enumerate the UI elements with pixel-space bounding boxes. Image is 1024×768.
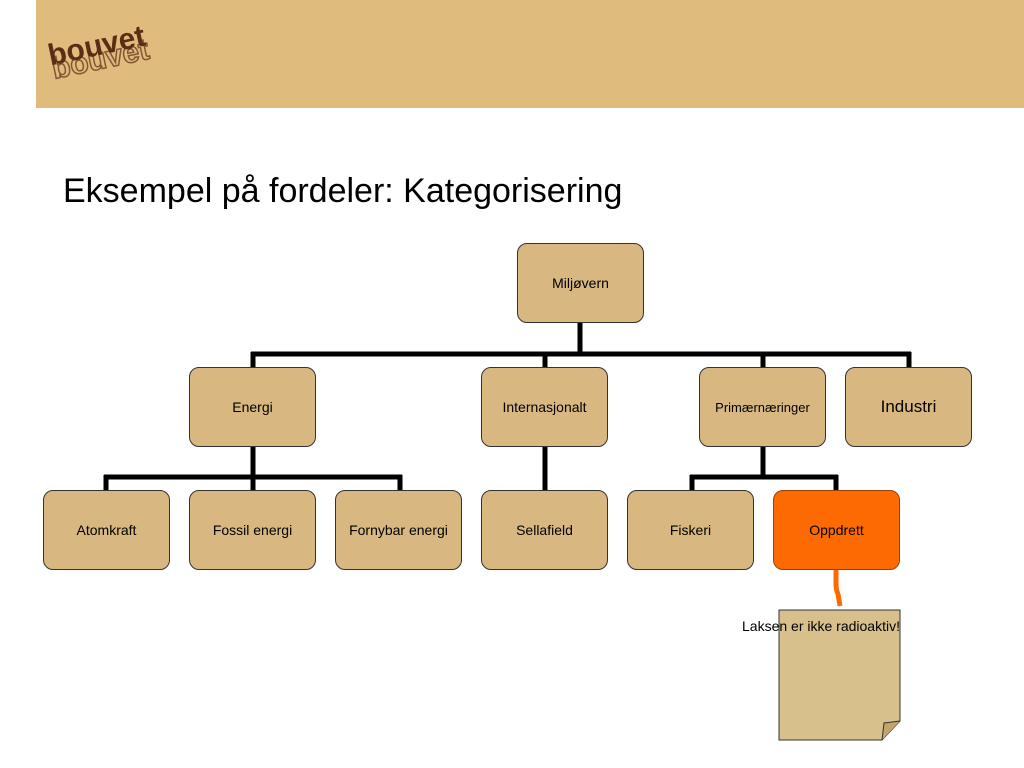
node-industri: Industri: [845, 367, 972, 447]
node-oppdrett: Oppdrett: [773, 490, 900, 570]
node-energi: Energi: [189, 367, 316, 447]
note-text: Laksen er ikke radioaktiv!: [742, 618, 900, 634]
node-internasjonalt: Internasjonalt: [481, 367, 608, 447]
slide-title: Eksempel på fordeler: Kategorisering: [63, 172, 623, 210]
node-fossil-energi: Fossil energi: [189, 490, 316, 570]
node-sellafield: Sellafield: [481, 490, 608, 570]
sticky-note: [778, 609, 901, 741]
node-miljovern: Miljøvern: [517, 243, 644, 323]
bouvet-logo: bouvet bouvet: [45, 20, 153, 83]
node-fornybar-energi: Fornybar energi: [335, 490, 462, 570]
header-bar: [36, 0, 1024, 108]
node-atomkraft: Atomkraft: [43, 490, 170, 570]
node-primaernaeringer: Primærnæringer: [699, 367, 826, 447]
node-fiskeri: Fiskeri: [627, 490, 754, 570]
